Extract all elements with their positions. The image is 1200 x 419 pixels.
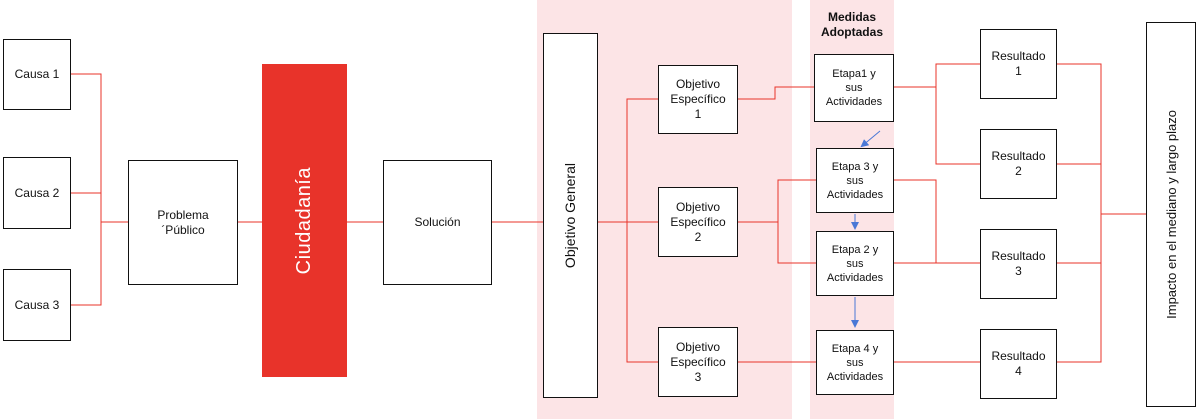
etapa-3-box: Etapa 3 y sus Actividades xyxy=(816,148,894,213)
wire-res1-impacto xyxy=(1057,63,1102,363)
resultado-1-box: Resultado 1 xyxy=(980,29,1057,99)
objetivo-general-box: Objetivo General xyxy=(543,33,598,398)
wire-general-oe1 xyxy=(598,98,658,223)
ciudadania-box: Ciudadanía xyxy=(262,64,347,377)
impacto-box: Impacto en el mediano y largo plazo xyxy=(1146,22,1196,407)
etapa-4-box: Etapa 4 y sus Actividades xyxy=(816,330,894,395)
medidas-adoptadas-title: Medidas Adoptadas xyxy=(820,10,883,39)
wire-etapa3-res3 xyxy=(894,179,980,264)
problema-publico-box: Problema ´Público xyxy=(128,160,238,285)
wire-causa3 xyxy=(71,222,102,306)
objetivo-especifico-1-box: Objetivo Específico 1 xyxy=(658,65,738,134)
wire-oe2-etapa3 xyxy=(738,179,816,223)
wire-oe2-etapa2 xyxy=(777,222,816,264)
etapa-2-box: Etapa 2 y sus Actividades xyxy=(816,231,894,296)
ciudadania-label: Ciudadanía xyxy=(293,166,315,275)
causa-2-box: Causa 2 xyxy=(3,157,71,229)
impacto-label: Impacto en el mediano y largo plazo xyxy=(1163,110,1179,319)
wire-general-oe3 xyxy=(626,222,658,363)
resultado-2-box: Resultado 2 xyxy=(980,129,1057,199)
wire-etapa1-res2 xyxy=(935,87,980,165)
causa-3-box: Causa 3 xyxy=(3,269,71,341)
etapa-1-box: Etapa1 y sus Actividades xyxy=(814,54,894,122)
objetivo-especifico-2-box: Objetivo Específico 2 xyxy=(658,187,738,257)
solucion-box: Solución xyxy=(383,160,492,285)
arrow-etapa1-etapa3 xyxy=(860,130,881,148)
wire-etapa1-res1 xyxy=(894,63,980,88)
resultado-4-box: Resultado 4 xyxy=(980,329,1057,399)
causa-1-box: Causa 1 xyxy=(3,39,71,110)
objetivo-especifico-3-box: Objetivo Específico 3 xyxy=(658,327,738,397)
resultado-3-box: Resultado 3 xyxy=(980,229,1057,299)
wire-oe1-etapa1 xyxy=(738,86,814,100)
objetivo-general-label: Objetivo General xyxy=(562,162,578,269)
wire-causa1 xyxy=(71,73,128,223)
